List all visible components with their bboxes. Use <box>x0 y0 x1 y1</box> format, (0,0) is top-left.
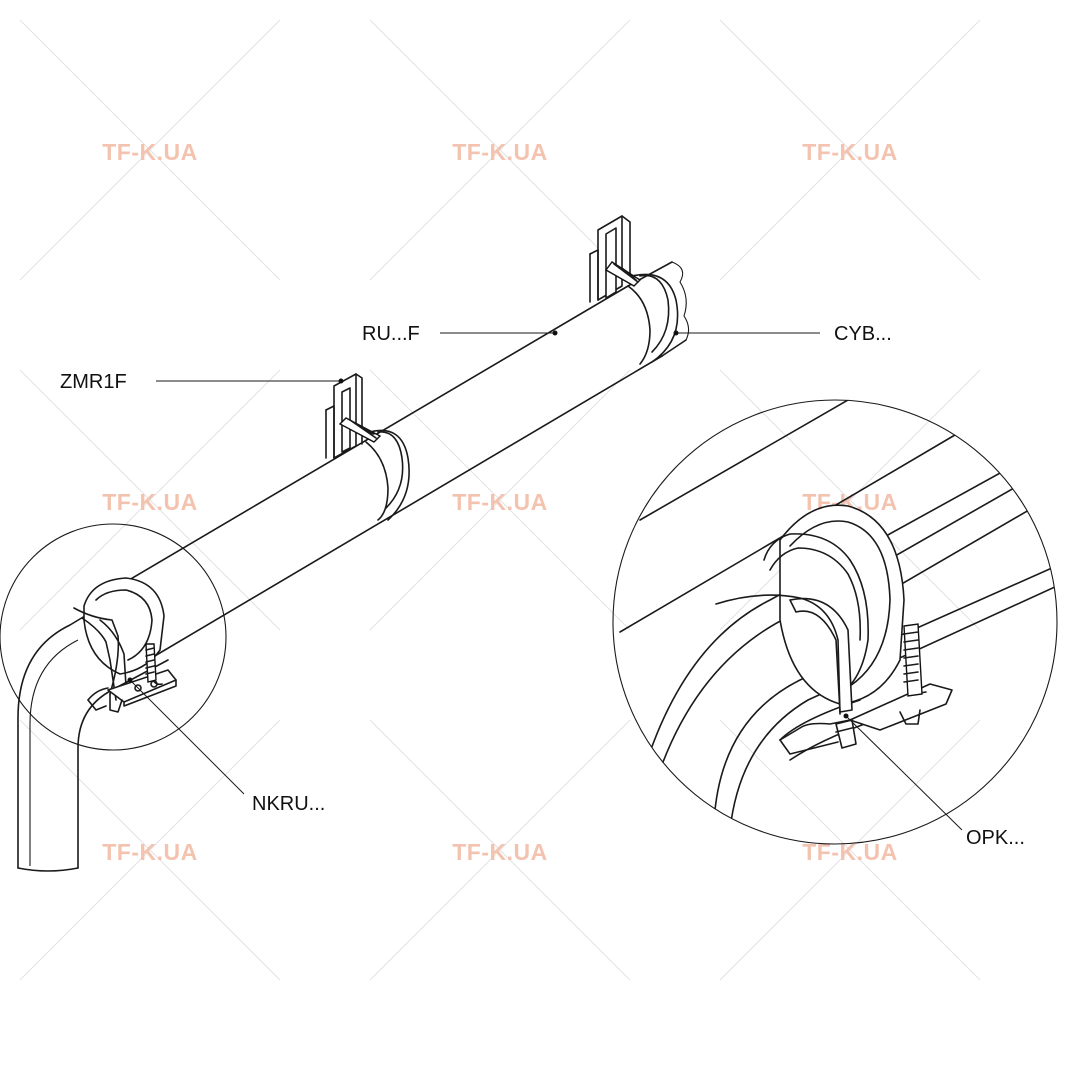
near-clamp <box>73 577 165 701</box>
zmr1f-bracket <box>325 373 382 459</box>
label-zmr1f: ZMR1F <box>60 371 127 393</box>
detail-circle-large <box>612 399 1058 845</box>
detail-view <box>612 399 1058 845</box>
watermark: TF-K.UA <box>452 139 547 165</box>
near-stud <box>145 643 157 683</box>
far-bracket <box>589 215 642 303</box>
watermark: TF-K.UA <box>102 139 197 165</box>
watermarks: TF-K.UA TF-K.UA TF-K.UA TF-K.UA TF-K.UA … <box>102 139 897 865</box>
watermark: TF-K.UA <box>802 139 897 165</box>
detail-circle-small <box>0 523 227 751</box>
label-ru-f: RU...F <box>362 323 420 345</box>
label-opk: OPK... <box>966 827 1025 849</box>
far-clamp <box>627 273 679 365</box>
label-nkru: NKRU... <box>252 793 325 815</box>
watermark: TF-K.UA <box>102 839 197 865</box>
middle-clamp <box>365 429 410 521</box>
watermark: TF-K.UA <box>452 839 547 865</box>
watermark: TF-K.UA <box>102 489 197 515</box>
watermark: TF-K.UA <box>452 489 547 515</box>
watermark-crosses <box>19 19 981 981</box>
near-saddle <box>87 669 177 713</box>
label-cyb: CYB... <box>834 323 892 345</box>
callouts: ZMR1F RU...F CYB... NKRU... OPK... <box>60 323 1025 849</box>
